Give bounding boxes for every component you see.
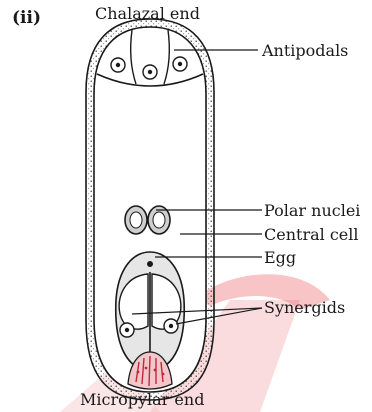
- label-central-cell: Central cell: [264, 227, 359, 243]
- label-chalazal-end: Chalazal end: [95, 6, 200, 22]
- label-micropylar-end: Micropylar end: [80, 392, 204, 408]
- label-antipodals: Antipodals: [262, 43, 348, 59]
- label-egg: Egg: [264, 250, 296, 266]
- figure-part-label: (ii): [12, 10, 41, 27]
- label-polar-nuclei: Polar nuclei: [264, 203, 360, 219]
- label-synergids: Synergids: [264, 300, 345, 316]
